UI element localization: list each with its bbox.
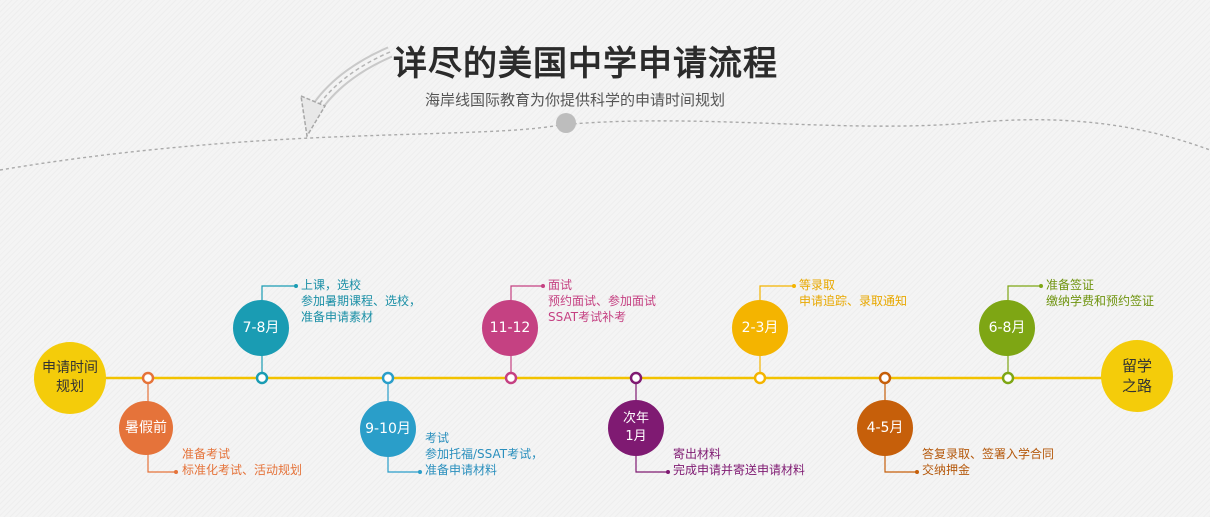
stage-notes-apr-may: 答复录取、签署入学合同 交纳押金: [922, 447, 1055, 477]
stage-notes-jun-aug: 准备签证 缴纳学费和预约签证: [1046, 278, 1155, 308]
end-bubble: 留学之路: [1101, 340, 1173, 412]
stage-notes-nov-dec: 面试 预约面试、参加面试 SSAT考试补考: [548, 278, 657, 324]
ring-jan: [629, 371, 643, 385]
stage-notes-summer: 准备考试 标准化考试、活动规划: [182, 447, 303, 477]
wavy-divider-line: [0, 119, 1210, 171]
header-dot: [556, 113, 576, 133]
stage-bubble-feb-mar: 2-3月: [732, 300, 788, 356]
ring-sep-oct: [381, 371, 395, 385]
stage-bubble-nov-dec: 11-12: [482, 300, 538, 356]
stage-notes-jan: 寄出材料 完成申请并寄送申请材料: [673, 447, 806, 477]
ring-july-aug: [255, 371, 269, 385]
stage-bubble-july-aug: 7-8月: [233, 300, 289, 356]
start-bubble: 申请时间规划: [34, 342, 106, 414]
ring-jun-aug: [1001, 371, 1015, 385]
connector-dots: [174, 284, 1043, 474]
curved-arrow-icon: [300, 46, 393, 139]
ring-nov-dec: [504, 371, 518, 385]
stage-notes-july-aug: 上课，选校 参加暑期课程、选校， 准备申请素材: [301, 278, 422, 324]
stage-notes-sep-oct: 考试 参加托福/SSAT考试， 准备申请材料: [425, 431, 544, 477]
ring-apr-may: [878, 371, 892, 385]
stage-notes-feb-mar: 等录取 申请追踪、录取通知: [799, 278, 908, 308]
ring-summer: [141, 371, 155, 385]
ring-markers: [141, 371, 1015, 385]
stage-bubble-jun-aug: 6-8月: [979, 300, 1035, 356]
stage-bubble-summer: 暑假前: [119, 401, 173, 455]
stage-bubble-apr-may: 4-5月: [857, 400, 913, 456]
stage-bubble-sep-oct: 9-10月: [360, 401, 416, 457]
page-subtitle: 海岸线国际教育为你提供科学的申请时间规划: [425, 91, 726, 109]
page-title: 详尽的美国中学申请流程: [393, 44, 778, 84]
ring-feb-mar: [753, 371, 767, 385]
